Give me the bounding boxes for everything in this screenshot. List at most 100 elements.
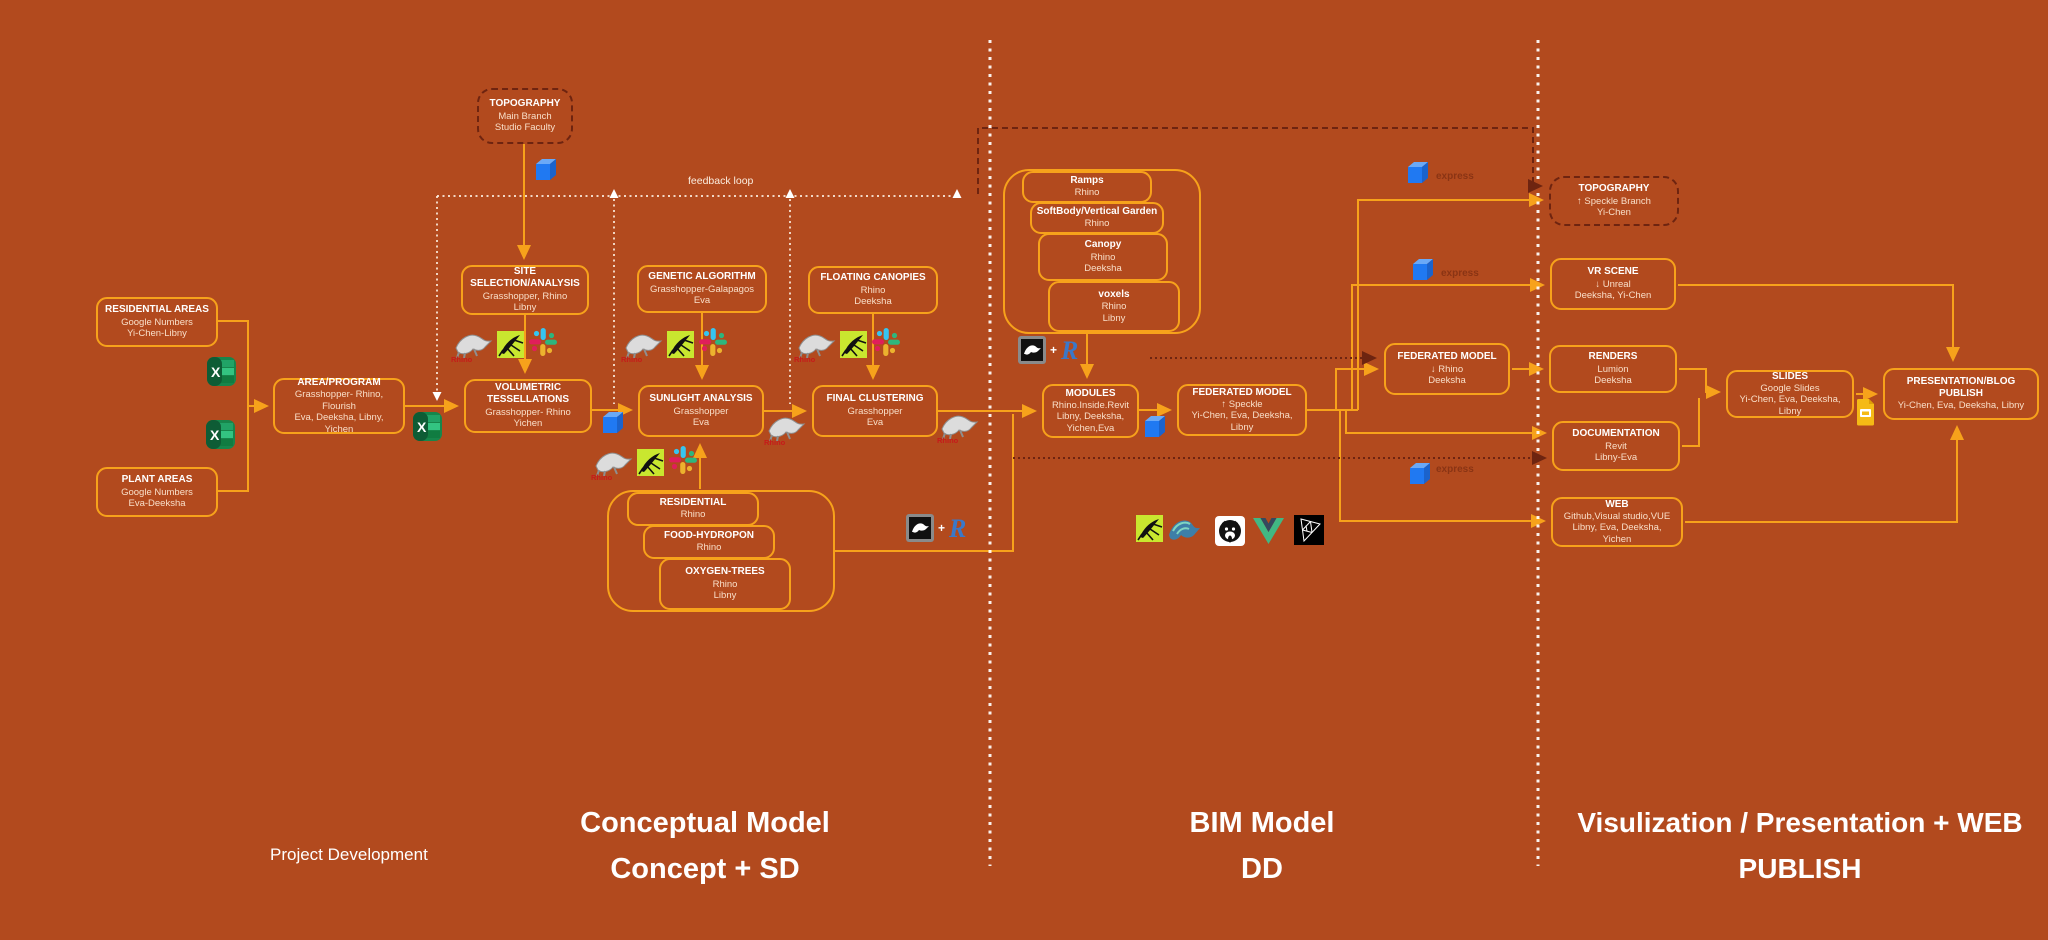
excel-icon[interactable]: X [206, 356, 237, 387]
phase-line: PUBLISH [1738, 853, 1862, 884]
rhino-icon[interactable]: Rhino [620, 328, 664, 363]
svg-text:Rhino: Rhino [591, 473, 613, 481]
feedback-loop-label: feedback loop [688, 175, 754, 187]
node-line: Rhino [712, 578, 738, 590]
rhino-compute-icon[interactable] [1165, 514, 1203, 546]
speckle-cube-icon[interactable] [1405, 160, 1430, 186]
threejs-icon[interactable] [1294, 515, 1324, 545]
node-line: Rhino.Inside.Revit [1051, 399, 1130, 411]
speckle-cube-icon[interactable] [1142, 414, 1167, 440]
grasshopper-icon[interactable] [637, 449, 664, 476]
node-line: Grasshopper- Rhino, Flourish [294, 388, 384, 412]
node-line: Yi-Chen, Eva, Deeksha, Libny [1191, 410, 1293, 433]
node-title: SITE SELECTION/ANALYSIS [470, 266, 580, 290]
svg-text:Rhino: Rhino [794, 355, 816, 363]
speckle-cube-icon[interactable] [533, 157, 558, 183]
node-title: SoftBody/Vertical Garden [1036, 206, 1158, 218]
grasshopper-icon[interactable] [497, 331, 524, 358]
node-title: Ramps [1070, 175, 1104, 187]
rhino-inside-revit-icon[interactable]: + R [1018, 336, 1083, 364]
connector [1685, 425, 1964, 523]
arrowhead [785, 189, 795, 198]
node-title: AREA/PROGRAM [297, 376, 381, 388]
vue-icon[interactable] [1252, 516, 1285, 545]
rhino-icon[interactable]: Rhino [763, 411, 807, 446]
node-title: Canopy [1084, 239, 1122, 251]
express-label: express [1436, 464, 1474, 475]
rhino-icon[interactable]: Rhino [590, 446, 634, 481]
rhino-icon[interactable]: Rhino [450, 328, 494, 363]
connector [1335, 362, 1379, 410]
slack-icon[interactable] [528, 327, 558, 357]
node-line: Eva, Deeksha, Libny, Yichen [294, 412, 384, 435]
slack-icon[interactable] [668, 445, 698, 475]
grasshopper-icon[interactable] [1136, 515, 1163, 542]
node-title: voxels [1098, 288, 1130, 300]
rhino-icon[interactable]: Rhino [936, 409, 980, 444]
node-line: Grasshopper [847, 405, 903, 417]
node-line: Yi-Chen, Eva, Deeksha, Libny [1739, 394, 1841, 417]
github-icon[interactable] [1215, 516, 1245, 546]
speckle-cube-icon[interactable] [1410, 257, 1435, 283]
express-label: express [1441, 268, 1479, 279]
connector [1678, 284, 1960, 362]
node-line: Yi-Chen, Eva, Deeksha, Libny [1897, 400, 2025, 412]
google-slides-icon[interactable] [1855, 398, 1876, 426]
node-line: Libny, Eva, Deeksha, Yichen [1572, 522, 1662, 545]
rhino-icon[interactable]: Rhino [793, 328, 837, 363]
excel-icon[interactable]: X [412, 411, 443, 442]
rhino-inside-revit-icon[interactable]: + R [906, 514, 971, 542]
phase-line: Concept + SD [610, 853, 800, 885]
node-line: Libny-Eva [1594, 452, 1638, 464]
slack-icon[interactable] [698, 327, 728, 357]
speckle-cube-icon[interactable] [600, 410, 625, 436]
phase-line: DD [1241, 853, 1283, 885]
node-title: OXYGEN-TREES [685, 566, 765, 578]
node-title: PRESENTATION/BLOG PUBLISH [1906, 376, 2016, 400]
node-residential-cluster[interactable] [607, 490, 835, 612]
svg-text:Rhino: Rhino [764, 438, 786, 446]
speckle-cube-icon[interactable] [1407, 461, 1432, 487]
excel-icon[interactable]: X [205, 419, 236, 450]
node-line: ↓ Unreal [1595, 278, 1631, 290]
arrowhead [952, 189, 962, 198]
node-title: RESIDENTIAL AREAS [105, 304, 209, 316]
grasshopper-icon[interactable] [840, 331, 867, 358]
node-line: Google Slides [1760, 382, 1820, 394]
grasshopper-icon[interactable] [667, 331, 694, 358]
node-title: RESIDENTIAL [659, 497, 727, 509]
svg-text:X: X [211, 364, 221, 380]
node-line: Eva [866, 417, 884, 429]
slack-icon[interactable] [871, 327, 901, 357]
node-line: Rhino [680, 509, 706, 521]
